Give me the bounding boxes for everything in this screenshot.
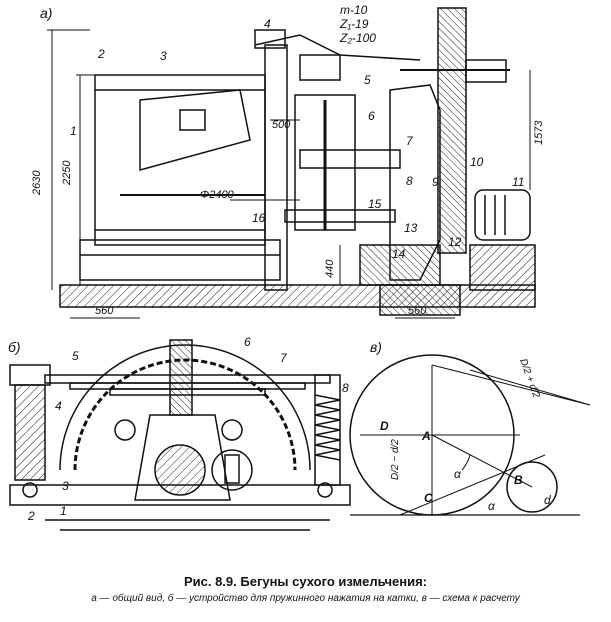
figure-caption-title: Рис. 8.9. Бегуны сухого измельчения: bbox=[183, 574, 428, 589]
point-C: C bbox=[424, 491, 433, 505]
panel-b-tag: б) bbox=[8, 339, 21, 355]
label-d: d bbox=[544, 493, 551, 507]
panel-v-labels: в) A B C D d α α D/2 + d/2 D/2 − d/2 bbox=[370, 339, 551, 513]
callout-a-5: 5 bbox=[364, 73, 371, 87]
callout-b-3: 3 bbox=[62, 479, 69, 493]
dim-560-right: 560 bbox=[408, 305, 427, 317]
callout-a-11: 11 bbox=[512, 175, 524, 189]
small-circle-d bbox=[506, 461, 558, 513]
callout-a-6: 6 bbox=[368, 109, 375, 123]
callout-a-15: 15 bbox=[368, 197, 382, 211]
callout-b-8: 8 bbox=[342, 381, 349, 395]
formula-half-diff: D/2 − d/2 bbox=[390, 439, 401, 480]
angle-alpha-1: α bbox=[454, 467, 462, 481]
drive-pulley bbox=[437, 7, 467, 254]
central-column bbox=[264, 44, 288, 291]
callout-a-13: 13 bbox=[404, 221, 418, 235]
right-spring-column bbox=[314, 374, 341, 486]
param-z2: Z₂-100 bbox=[339, 31, 376, 45]
foundation-slab bbox=[59, 284, 536, 308]
callout-a-2: 2 bbox=[97, 47, 105, 61]
param-m: m-10 bbox=[340, 3, 368, 17]
panel-b-labels: б) 1 2 3 4 5 6 7 8 bbox=[8, 335, 349, 523]
dim-2630: 2630 bbox=[31, 170, 43, 196]
callout-a-14: 14 bbox=[392, 247, 406, 261]
param-z1: Z₁-19 bbox=[339, 17, 369, 31]
callout-a-12: 12 bbox=[448, 235, 462, 249]
panel-v-tag: в) bbox=[370, 339, 382, 355]
callout-a-8: 8 bbox=[406, 174, 413, 188]
point-B: B bbox=[514, 473, 523, 487]
foundation-pit bbox=[379, 284, 461, 316]
motor-base bbox=[469, 244, 536, 291]
callout-a-1: 1 bbox=[70, 124, 77, 138]
left-cylinder bbox=[14, 384, 46, 481]
runner-wheel bbox=[94, 74, 266, 246]
central-shaft bbox=[169, 339, 193, 416]
dim-1573: 1573 bbox=[533, 120, 545, 145]
dim-d2400: Φ2400 bbox=[200, 189, 235, 201]
panel-a-labels: а) m-10 Z₁-19 Z₂-100 2630 2250 1573 500 … bbox=[31, 3, 545, 317]
point-A: A bbox=[421, 429, 431, 443]
pan-bowl bbox=[79, 239, 281, 281]
top-lever bbox=[254, 34, 421, 61]
callout-b-4: 4 bbox=[55, 399, 62, 413]
dim-440: 440 bbox=[324, 259, 336, 278]
figure-drawing: а) m-10 Z₁-19 Z₂-100 2630 2250 1573 500 … bbox=[8, 3, 591, 531]
panel-a-tag: а) bbox=[40, 5, 52, 21]
dim-500: 500 bbox=[272, 119, 291, 131]
callout-a-4: 4 bbox=[264, 17, 271, 31]
angle-alpha-2: α bbox=[488, 499, 496, 513]
dim-2250: 2250 bbox=[61, 160, 73, 186]
label-D: D bbox=[380, 419, 389, 433]
callout-b-1: 1 bbox=[60, 504, 67, 518]
callout-a-9: 9 bbox=[432, 175, 439, 189]
callout-a-3: 3 bbox=[160, 49, 167, 63]
callout-b-7: 7 bbox=[280, 351, 288, 365]
panel-v-scheme bbox=[349, 354, 591, 516]
electric-motor bbox=[474, 189, 531, 241]
hub-roller bbox=[154, 444, 206, 496]
figure-caption-description: а — общий вид, б — устройство для пружин… bbox=[91, 593, 520, 604]
callout-a-7: 7 bbox=[406, 134, 414, 148]
panel-b-spring-device bbox=[9, 339, 351, 531]
callout-b-6: 6 bbox=[244, 335, 251, 349]
dim-560-left: 560 bbox=[95, 305, 114, 317]
callout-a-10: 10 bbox=[470, 155, 484, 169]
callout-a-16: 16 bbox=[252, 211, 266, 225]
callout-b-2: 2 bbox=[27, 509, 35, 523]
callout-b-5: 5 bbox=[72, 349, 79, 363]
panel-a-general-view bbox=[47, 7, 536, 319]
formula-half-sum: D/2 + d/2 bbox=[517, 357, 541, 400]
